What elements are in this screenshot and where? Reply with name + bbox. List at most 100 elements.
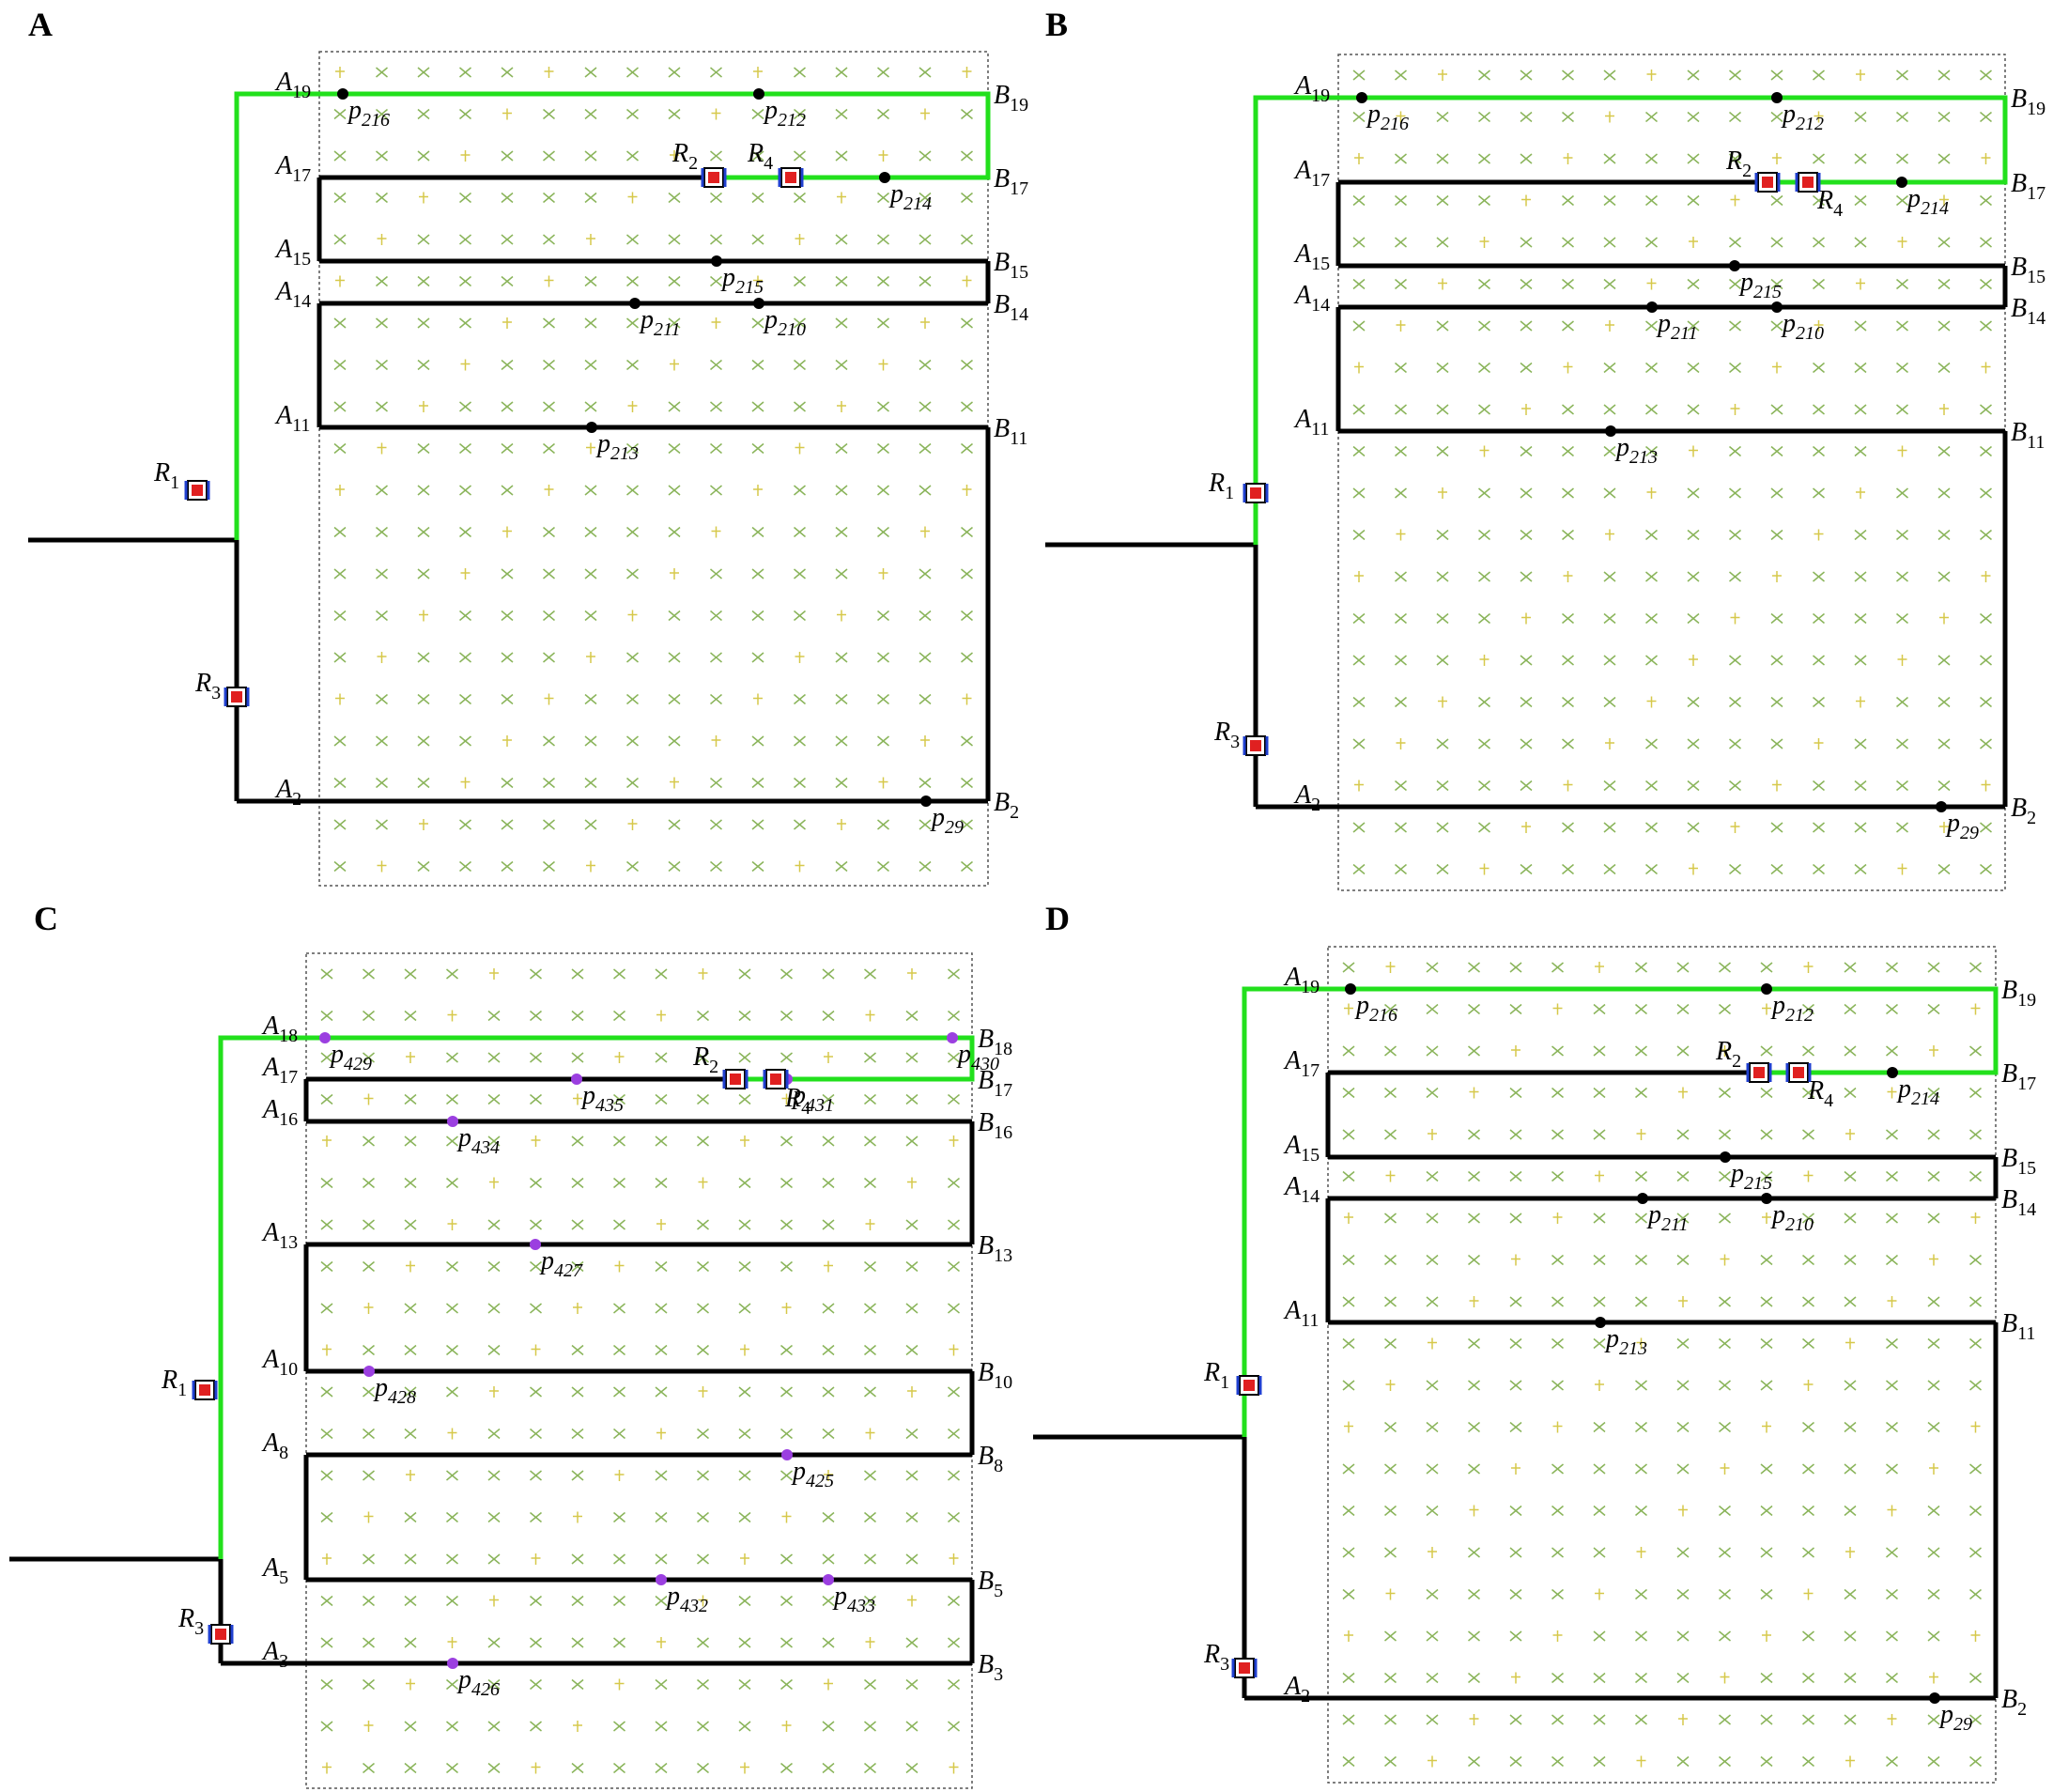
robot-icon-core	[1753, 1067, 1765, 1078]
crop-plant-icon	[1813, 487, 1825, 499]
crop-plant-icon	[1729, 320, 1741, 332]
crop-plant-icon	[626, 150, 639, 162]
row-start-label: A15	[274, 235, 311, 270]
waypoint-label: p216	[347, 96, 390, 131]
crop-leaf	[584, 568, 597, 579]
crop-leaf	[543, 234, 555, 245]
crop-leaf	[1562, 863, 1574, 875]
crop-plant-icon	[376, 819, 388, 830]
crop-leaf	[961, 652, 973, 663]
crop-leaf	[459, 108, 471, 120]
crop-plant-icon	[668, 485, 681, 496]
crop-leaf	[1896, 487, 1908, 499]
crop-plant-icon	[1896, 320, 1908, 332]
robot-label: R1	[1208, 469, 1234, 503]
waypoint-label: p214	[1906, 184, 1949, 219]
crop-leaf	[1352, 655, 1366, 666]
crop-leaf	[1352, 194, 1366, 207]
crop-plant-icon	[1352, 822, 1366, 833]
crop-plant-icon	[1395, 153, 1407, 164]
crop-plant-icon	[1854, 445, 1867, 457]
row-start-label: A19	[1293, 71, 1330, 106]
waypoint-label-subscript: 215	[1744, 1173, 1772, 1194]
crop-leaf	[584, 359, 597, 371]
waypoint-dot	[363, 1366, 375, 1377]
crop-plant-icon	[1603, 362, 1616, 374]
crop-leaf	[459, 192, 471, 204]
crop-plant-icon	[1814, 738, 1824, 749]
crop-plant-icon	[1896, 822, 1908, 833]
crop-leaf	[751, 317, 764, 329]
crop-plant-icon	[710, 192, 722, 204]
crop-plant-icon	[626, 67, 639, 78]
crop-plant-icon	[502, 317, 512, 329]
crop-leaf	[584, 67, 597, 78]
crop-leaf	[1813, 237, 1825, 248]
crop-plant-icon	[459, 234, 471, 245]
crop-plant-icon	[907, 968, 917, 980]
crop-plant-icon	[1896, 780, 1908, 792]
crop-leaf	[1937, 320, 1951, 332]
crop-leaf	[501, 275, 514, 287]
crop-leaf	[835, 485, 848, 496]
crop-leaf	[543, 401, 555, 412]
crop-leaf	[1937, 445, 1951, 457]
crop-leaf	[1980, 655, 1992, 666]
crop-plant-icon	[835, 526, 848, 538]
crop-plant-icon	[1770, 863, 1783, 875]
crop-plant-icon	[1856, 278, 1865, 290]
crop-plant-icon	[1521, 194, 1531, 207]
crop-leaf	[543, 108, 555, 120]
crop-leaf	[333, 317, 347, 329]
row-end-label: B11	[2011, 418, 2045, 453]
crop-leaf	[877, 317, 889, 329]
crop-leaf	[626, 860, 639, 873]
crop-plant-icon	[751, 568, 764, 579]
crop-leaf	[501, 819, 514, 830]
crop-leaf	[1687, 696, 1700, 708]
crop-leaf	[1729, 70, 1741, 81]
robot-label-subscript: 2	[1742, 161, 1752, 181]
crop-plant-icon	[918, 693, 932, 705]
crop-plant-icon	[1813, 70, 1825, 81]
robot-icon-core	[1250, 487, 1261, 499]
crop-plant-icon	[751, 819, 764, 830]
crop-plant-icon	[780, 968, 793, 980]
crop-leaf	[835, 652, 848, 663]
crop-plant-icon	[1980, 738, 1992, 749]
crop-leaf	[333, 150, 347, 162]
crop-plant-icon	[794, 359, 806, 371]
crop-plant-icon	[668, 652, 681, 663]
row-start-label-subscript: 17	[1301, 1060, 1320, 1081]
crop-plant-icon	[1897, 237, 1907, 248]
crop-plant-icon	[1896, 696, 1908, 708]
crop-plant-icon	[865, 1010, 875, 1022]
waypoint-label: p212	[763, 96, 806, 131]
waypoint-dot	[1771, 301, 1783, 313]
crop-leaf	[417, 485, 430, 496]
crop-plant-icon	[837, 192, 846, 204]
crop-leaf	[1562, 445, 1574, 457]
crop-leaf	[877, 108, 889, 120]
crop-plant-icon	[918, 610, 932, 622]
crop-plant-icon	[333, 359, 347, 371]
crop-leaf	[1770, 320, 1783, 332]
crop-plant-icon	[1813, 696, 1825, 708]
robot-icon-core	[215, 1629, 226, 1640]
crop-plant-icon	[1896, 194, 1908, 207]
robot-icon-core	[1239, 1662, 1250, 1674]
crop-plant-icon	[794, 150, 806, 162]
crop-plant-icon	[501, 777, 514, 789]
crop-plant-icon	[584, 610, 597, 622]
crop-plant-icon	[460, 150, 471, 162]
crop-leaf	[501, 401, 514, 412]
crop-leaf	[1854, 404, 1867, 415]
crop-plant-icon	[1395, 612, 1407, 625]
robot-label: R4	[1816, 186, 1843, 221]
waypoint-label-subscript: 29	[945, 817, 964, 838]
crop-plant-icon	[1770, 822, 1783, 833]
crop-plant-icon	[1563, 780, 1573, 792]
crop-plant-icon	[710, 568, 722, 579]
row-start-label-subscript: 8	[279, 1443, 288, 1463]
crop-leaf	[668, 275, 681, 287]
